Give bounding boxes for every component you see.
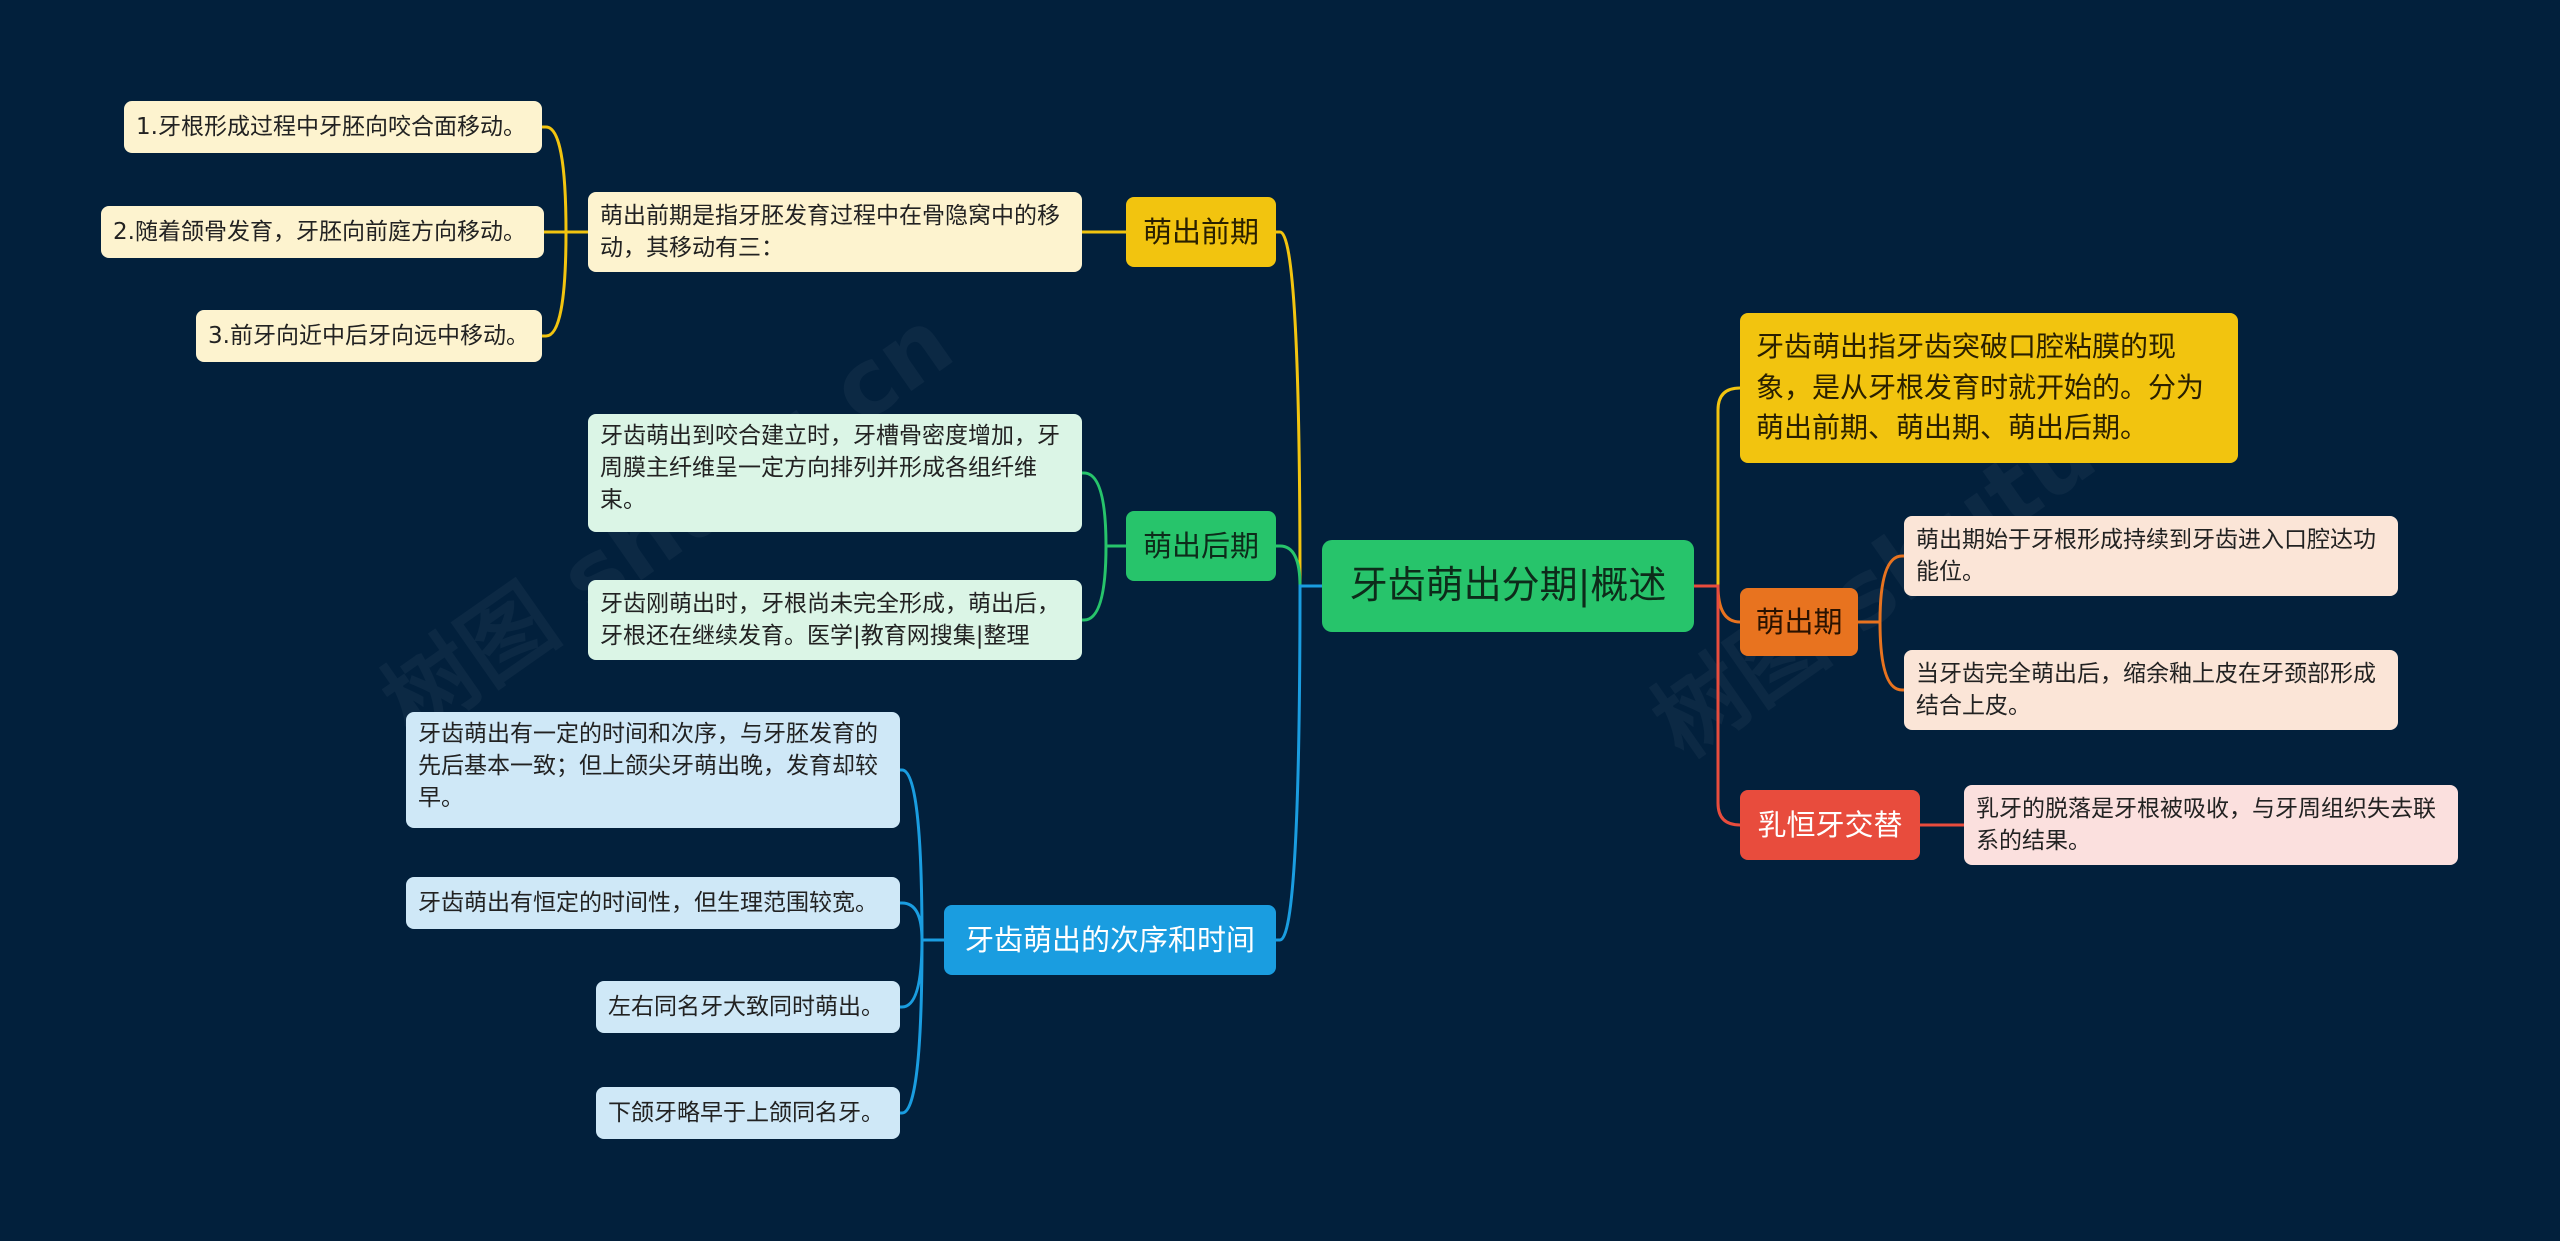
exchange-item-1[interactable]: 乳牙的脱落是牙根被吸收，与牙周组织失去联系的结果。 <box>1964 785 2458 865</box>
branch-pre-eruption[interactable]: 萌出前期 <box>1126 197 1276 267</box>
link-post-items <box>1082 471 1126 622</box>
link-eruption-items <box>1858 554 1904 692</box>
eruption-item-1[interactable]: 萌出期始于牙根形成持续到牙齿进入口腔达功能位。 <box>1904 516 2398 596</box>
order-item-4[interactable]: 下颌牙略早于上颌同名牙。 <box>596 1087 900 1139</box>
link-center-exchange <box>1694 584 1741 827</box>
pre-eruption-detail[interactable]: 萌出前期是指牙胚发育过程中在骨隐窝中的移动，其移动有三： <box>588 192 1082 272</box>
link-center-summary <box>1694 386 1741 588</box>
branch-order-time[interactable]: 牙齿萌出的次序和时间 <box>944 905 1276 975</box>
order-item-1[interactable]: 牙齿萌出有一定的时间和次序，与牙胚发育的先后基本一致；但上颌尖牙萌出晚，发育却较… <box>406 712 900 828</box>
eruption-item-2[interactable]: 当牙齿完全萌出后，缩余釉上皮在牙颈部形成结合上皮。 <box>1904 650 2398 730</box>
post-eruption-item-2[interactable]: 牙齿刚萌出时，牙根尚未完全形成，萌出后，牙根还在继续发育。医学|教育网搜集|整理 <box>588 580 1082 660</box>
pre-eruption-item-1[interactable]: 1.牙根形成过程中牙胚向咬合面移动。 <box>124 101 542 153</box>
link-center-pre <box>1276 230 1322 588</box>
post-eruption-item-1[interactable]: 牙齿萌出到咬合建立时，牙槽骨密度增加，牙周膜主纤维呈一定方向排列并形成各组纤维束… <box>588 414 1082 532</box>
order-item-2[interactable]: 牙齿萌出有恒定的时间性，但生理范围较宽。 <box>406 877 900 929</box>
link-detail-items <box>542 125 588 338</box>
branch-post-eruption[interactable]: 萌出后期 <box>1126 511 1276 581</box>
link-order-items <box>900 768 944 1115</box>
link-center-order <box>1276 584 1322 942</box>
pre-eruption-item-3[interactable]: 3.前牙向近中后牙向远中移动。 <box>196 310 542 362</box>
order-item-3[interactable]: 左右同名牙大致同时萌出。 <box>596 981 900 1033</box>
pre-eruption-item-2[interactable]: 2.随着颌骨发育，牙胚向前庭方向移动。 <box>101 206 544 258</box>
central-topic[interactable]: 牙齿萌出分期|概述 <box>1322 540 1694 632</box>
branch-tooth-exchange[interactable]: 乳恒牙交替 <box>1740 790 1920 860</box>
summary-node[interactable]: 牙齿萌出指牙齿突破口腔粘膜的现象，是从牙根发育时就开始的。分为萌出前期、萌出期、… <box>1740 313 2238 463</box>
branch-eruption-period[interactable]: 萌出期 <box>1740 588 1858 656</box>
